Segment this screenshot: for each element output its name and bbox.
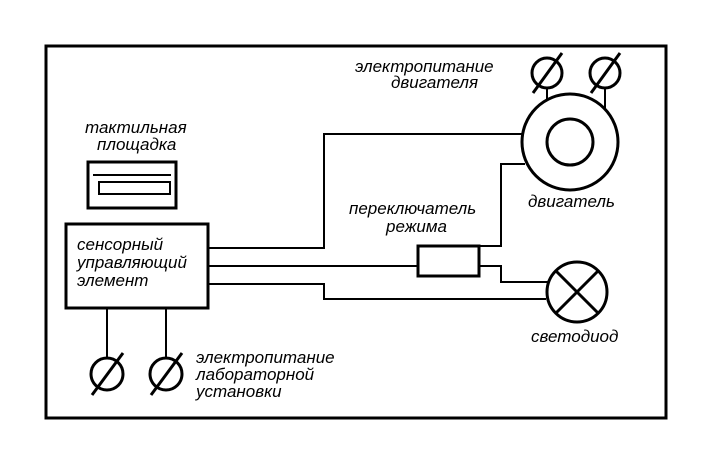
lab-power-terminal-2: [148, 352, 184, 396]
mode-switch: [416, 244, 481, 278]
mode-switch-label-line1: переключатель: [349, 199, 477, 218]
mode-switch-label-line2: режима: [386, 217, 447, 236]
motor-power-label-line1: электропитание: [355, 57, 494, 76]
wires: [106, 88, 606, 357]
lab-power-terminal-1: [89, 352, 125, 396]
sensor-unit-label-line3: элемент: [77, 271, 149, 290]
lab-power-label-line2: лабораторной: [196, 365, 315, 384]
lab-power-label-line3: установки: [196, 382, 282, 401]
diagram-frame: [44, 44, 668, 420]
motor-power-label-line2: двигателя: [391, 73, 479, 92]
motor-power-terminal-2: [588, 52, 622, 94]
motor-power-terminal-1: [530, 52, 564, 94]
sensor-unit-label-line2: управляющий: [77, 253, 187, 272]
led-lamp-icon: [545, 260, 609, 324]
tactile-pad-label-line2: площадка: [97, 135, 177, 154]
sensor-unit-label-line1: сенсорный: [77, 235, 164, 254]
motor-icon: [520, 92, 620, 192]
tactile-pad-label-line1: тактильная: [85, 118, 187, 137]
motor-label: двигатель: [528, 192, 615, 211]
lab-power-label-line1: электропитание: [196, 348, 335, 367]
led-label: светодиод: [531, 327, 619, 346]
tactile-pad-device: [86, 160, 178, 210]
